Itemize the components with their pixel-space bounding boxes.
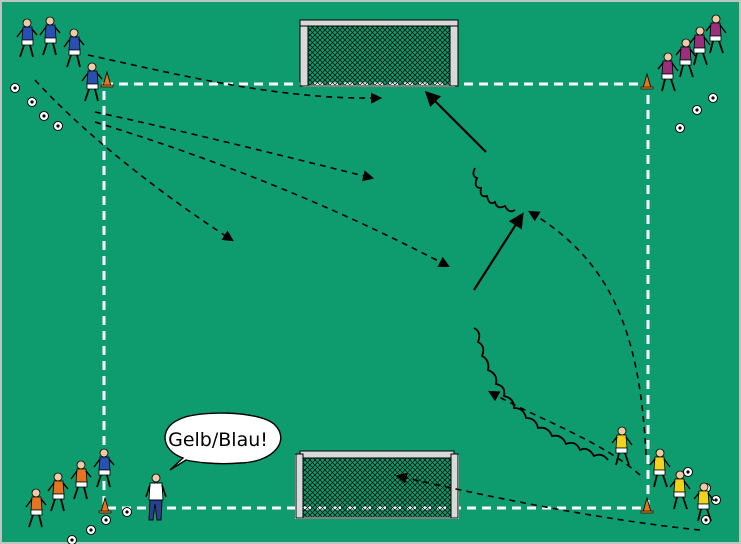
speech-text: Gelb/Blau! — [168, 429, 268, 451]
soccer-ball-icon — [54, 122, 63, 131]
soccer-ball-icon — [28, 98, 37, 107]
soccer-ball-icon — [676, 124, 685, 133]
bottom-goal-icon — [296, 451, 458, 518]
soccer-ball-icon — [709, 94, 718, 103]
soccer-ball-icon — [123, 508, 132, 517]
soccer-ball-icon — [40, 112, 49, 121]
soccer-ball-icon — [11, 84, 20, 93]
soccer-ball-icon — [693, 106, 702, 115]
soccer-ball-icon — [87, 526, 96, 535]
top-goal-icon — [300, 20, 458, 86]
soccer-ball-icon — [68, 536, 77, 544]
soccer-ball-icon — [684, 468, 693, 477]
soccer-ball-icon — [102, 516, 111, 525]
